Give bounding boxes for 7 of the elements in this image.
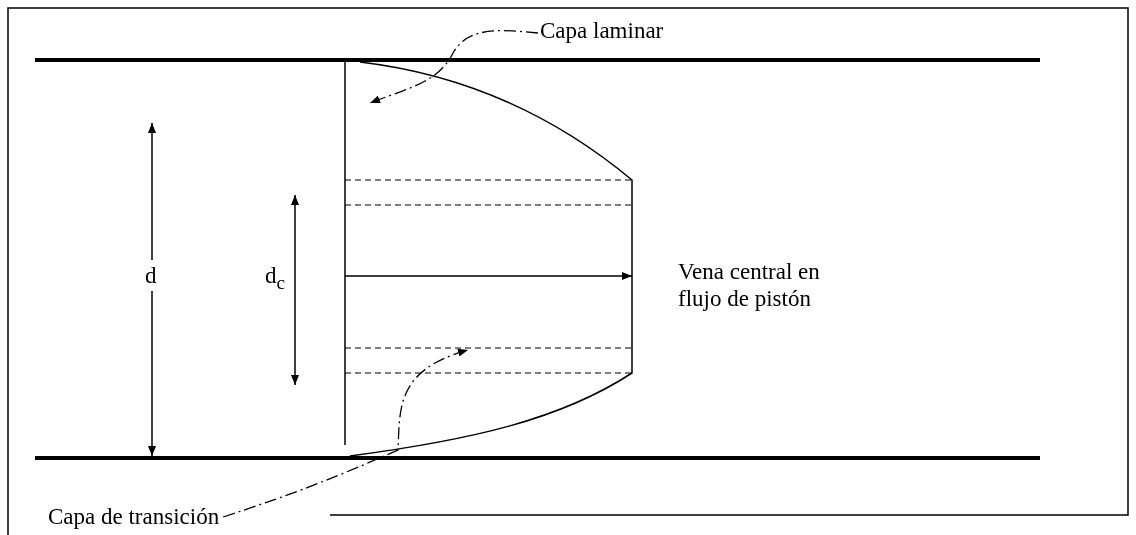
annotation-text: Vena central en flujo de pistón <box>678 258 821 312</box>
callout-text: Capa laminar <box>540 17 664 44</box>
dimension-label: d$_{c}$ <box>265 262 285 295</box>
callout-text: Capa de transición <box>48 503 220 530</box>
leader-line <box>222 349 469 518</box>
leader-line <box>369 30 539 104</box>
dimension-label: d <box>145 260 157 291</box>
